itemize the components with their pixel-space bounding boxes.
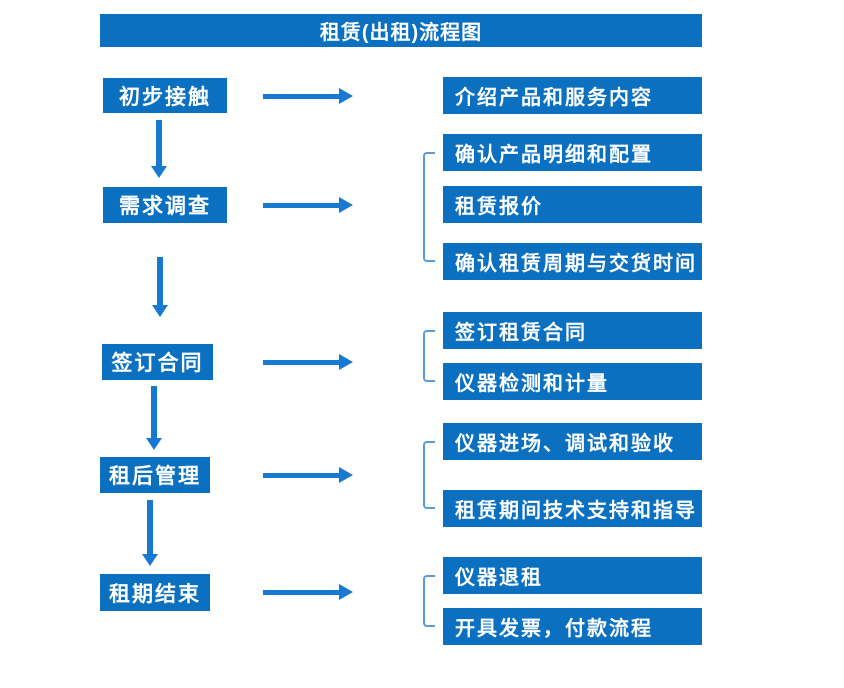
right-arrow-icon <box>263 197 353 213</box>
flowchart-title: 租赁(出租)流程图 <box>100 14 702 47</box>
group-bracket <box>423 441 435 509</box>
right-arrow-icon <box>263 354 353 370</box>
right-arrow-icon <box>263 88 353 104</box>
stage-box-demand-survey: 需求调查 <box>103 187 227 223</box>
output-box-confirm-period: 确认租赁周期与交货时间 <box>443 243 702 280</box>
output-box-rental-quote: 租赁报价 <box>443 186 702 223</box>
down-arrow-icon <box>152 257 168 317</box>
stage-box-initial-contact: 初步接触 <box>103 78 227 113</box>
output-box-instrument-testing: 仪器检测和计量 <box>443 363 702 400</box>
right-arrow-icon <box>263 584 353 600</box>
output-box-confirm-details: 确认产品明细和配置 <box>443 134 702 171</box>
down-arrow-icon <box>151 120 167 178</box>
stage-box-rental-end: 租期结束 <box>100 574 210 611</box>
right-arrow-icon <box>263 467 353 483</box>
output-box-tech-support: 租赁期间技术支持和指导 <box>443 490 702 527</box>
output-box-sign-rental-contract: 签订租赁合同 <box>443 312 702 349</box>
group-bracket <box>423 330 435 382</box>
group-bracket <box>423 152 435 262</box>
stage-box-sign-contract: 签订合同 <box>102 344 213 380</box>
down-arrow-icon <box>142 500 158 566</box>
stage-box-post-rental-mgmt: 租后管理 <box>100 457 210 493</box>
output-box-instrument-return: 仪器退租 <box>443 557 702 594</box>
output-box-instrument-entry: 仪器进场、调试和验收 <box>443 423 702 460</box>
output-box-invoice-payment: 开具发票，付款流程 <box>443 608 702 645</box>
group-bracket <box>423 575 435 627</box>
down-arrow-icon <box>146 386 162 450</box>
output-box-introduce-products: 介绍产品和服务内容 <box>443 77 702 114</box>
